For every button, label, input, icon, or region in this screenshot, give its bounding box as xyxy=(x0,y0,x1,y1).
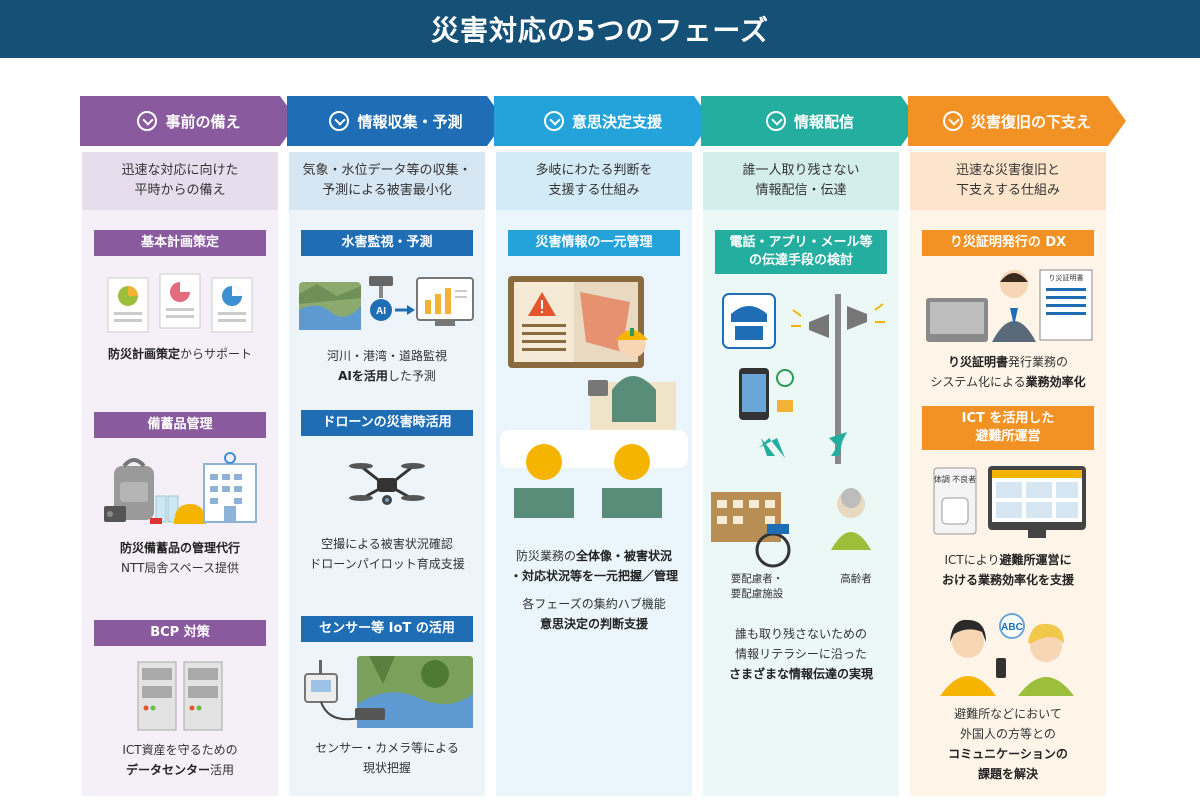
chevron-down-icon xyxy=(329,111,350,131)
svg-text:ABC: ABC xyxy=(1001,622,1023,633)
command-center-icon xyxy=(500,276,688,518)
document-chart-icon xyxy=(107,273,253,333)
item-text-iot: センサー・カメラ等による 現状把握 xyxy=(315,741,459,775)
page-title: 災害対応の5つのフェーズ xyxy=(430,14,770,47)
item-text-drone: 空撮による被害状況確認 ドローンパイロット育成支援 xyxy=(309,537,465,571)
phase-arrow-4: 情報配信 xyxy=(701,96,919,146)
phase-column-3: 多岐にわたる判断を支援する仕組み 災害情報の一元管理 防災業務の全体像・被害状況… xyxy=(496,152,692,796)
phase-arrow-2: 情報収集・予測 xyxy=(287,96,505,146)
river-camera-ai-icon: AI xyxy=(299,276,474,330)
multilingual-icon: ABC xyxy=(940,613,1074,696)
iot-sensor-icon xyxy=(304,656,473,728)
phase-description: 迅速な対応に向けた平時からの備え xyxy=(82,152,278,210)
chevron-down-icon xyxy=(942,111,963,131)
tag-certificate: り災証明発行の DX xyxy=(922,230,1094,256)
phase-description: 気象・水位データ等の収集・予測による被害最小化 xyxy=(289,152,485,210)
item-text-multilingual: 避難所などにおいて 外国人の方等との コミュニケーションの 課題を解決 xyxy=(948,707,1068,781)
phase-arrow-5: 災害復旧の下支え xyxy=(908,96,1126,146)
tag-drone: ドローンの災害時活用 xyxy=(301,410,473,436)
tag-plan: 基本計画策定 xyxy=(94,230,266,256)
chevron-down-icon xyxy=(765,111,786,131)
phase-description: 迅速な災害復旧と下支えする仕組み xyxy=(910,152,1106,210)
svg-text:り災証明書: り災証明書 xyxy=(1049,273,1084,282)
tag-iot: センサー等 IoT の活用 xyxy=(301,616,473,642)
phase-arrow-1: 事前の備え xyxy=(80,96,298,146)
chevron-down-icon xyxy=(137,111,158,131)
tag-supplies: 備蓄品管理 xyxy=(94,412,266,438)
title-bar: 災害対応の5つのフェーズ xyxy=(0,0,1200,58)
phase-column-4: 誰一人取り残さない情報配信・伝達 電話・アプリ・メール等の伝達手段の検討 要配慮… xyxy=(703,152,899,796)
item-text-certificate: り災証明書発行業務の システム化による業務効率化 xyxy=(930,355,1086,389)
phase-name: 意思決定支援 xyxy=(571,112,662,131)
item-text-bcp: ICT資産を守るための データセンター活用 xyxy=(122,743,238,777)
phase-arrow-3: 意思決定支援 xyxy=(494,96,712,146)
chevron-down-icon xyxy=(543,111,564,131)
tag-unified-management: 災害情報の一元管理 xyxy=(508,230,680,256)
phase-column-1: 迅速な対応に向けた平時からの備え 基本計画策定 防災計画策定からサポート 備蓄品… xyxy=(82,152,278,796)
svg-text:AI: AI xyxy=(376,306,386,317)
item-text-shelter: ICTにより避難所運営に おける業務効率化を支援 xyxy=(941,553,1074,587)
phase-name: 情報収集・予測 xyxy=(357,112,463,131)
certificate-office-icon: り災証明書 xyxy=(926,269,1093,342)
emergency-supplies-icon xyxy=(104,452,257,524)
phase-description: 多岐にわたる判断を支援する仕組み xyxy=(496,152,692,210)
tag-bcp: BCP 対策 xyxy=(94,620,266,646)
item-text-flood: 河川・港湾・道路監視 AIを活用した予測 xyxy=(326,349,447,383)
tag-channels: 電話・アプリ・メール等の伝達手段の検討 xyxy=(715,230,887,274)
item-text-hub: 各フェーズの集約ハブ機能 意思決定の判断支援 xyxy=(522,597,666,631)
item-text-plan: 防災計画策定からサポート xyxy=(107,347,253,361)
caption-facility: 要配慮者・要配慮施設 xyxy=(730,573,784,600)
tag-shelter: ICT を活用した避難所運営 xyxy=(922,406,1094,450)
shelter-dashboard-icon: 体調 不良者 xyxy=(933,466,1086,538)
item-text-channels: 誰も取り残さないための 情報リテラシーに沿った さまざまな情報伝達の実現 xyxy=(728,627,873,681)
drone-icon xyxy=(349,463,425,505)
broadcast-channels-icon xyxy=(711,293,885,568)
item-text-unified-management: 防災業務の全体像・被害状況 ・対応状況等を一元把握／管理 xyxy=(509,549,678,583)
phase-description: 誰一人取り残さない情報配信・伝達 xyxy=(703,152,899,210)
server-rack-icon xyxy=(137,661,223,731)
phase-column-2: 気象・水位データ等の収集・予測による被害最小化 水害監視・予測 AI 河川・港湾… xyxy=(289,152,485,796)
phase-name: 災害復旧の下支え xyxy=(970,112,1091,131)
caption-elderly: 高齢者 xyxy=(840,573,872,585)
phase-name: 事前の備え xyxy=(165,112,241,131)
item-text-supplies: 防災備蓄品の管理代行 NTT局舎スペース提供 xyxy=(119,541,240,575)
phase-column-5: 迅速な災害復旧と下支えする仕組み り災証明発行の DX り災証明書 り災証明書発… xyxy=(910,152,1106,796)
phase-name: 情報配信 xyxy=(793,112,854,131)
tag-flood: 水害監視・予測 xyxy=(301,230,473,256)
svg-text:体調 不良者: 体調 不良者 xyxy=(934,474,976,484)
